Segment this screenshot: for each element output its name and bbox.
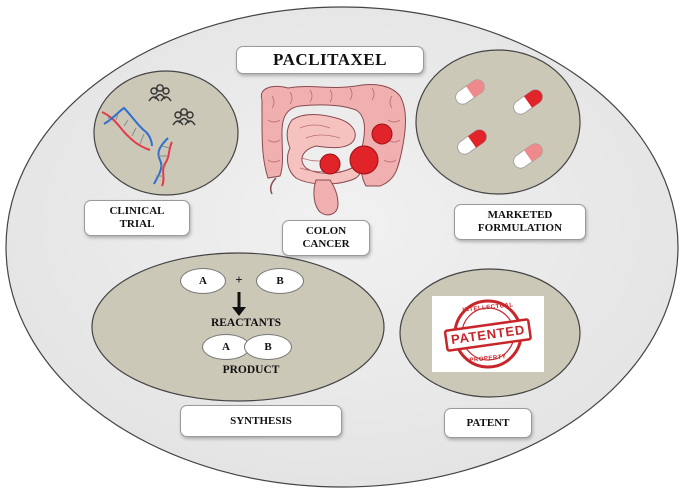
label-colon-cancer-line1: COLON bbox=[305, 225, 347, 238]
intestine-icon bbox=[260, 83, 406, 216]
capsule-icon bbox=[513, 143, 543, 169]
reactants-label: REACTANTS bbox=[210, 317, 282, 329]
label-patent: PATENT bbox=[444, 408, 532, 438]
people-icon bbox=[148, 84, 196, 126]
label-marketed-formulation-line1: MARKETED bbox=[487, 209, 553, 222]
synthesis-oval bbox=[91, 252, 385, 402]
product-label: PRODUCT bbox=[222, 364, 280, 376]
product-a: A bbox=[202, 334, 250, 360]
reactant-b: B bbox=[256, 268, 304, 294]
patent-stamp-icon bbox=[432, 296, 544, 372]
reactant-a: A bbox=[180, 268, 226, 294]
label-marketed-formulation-line2: FORMULATION bbox=[477, 222, 563, 234]
page-title: PACLITAXEL bbox=[236, 46, 424, 74]
marketed-formulation-circle bbox=[415, 49, 581, 195]
label-colon-cancer-line2: CANCER bbox=[302, 238, 350, 250]
label-marketed-formulation: MARKETED FORMULATION bbox=[454, 204, 586, 240]
clinical-trial-circle bbox=[93, 70, 239, 196]
capsule-icon bbox=[513, 89, 543, 115]
capsule-icon bbox=[455, 79, 485, 105]
capsule-icon bbox=[457, 129, 487, 155]
dna-icon bbox=[101, 106, 153, 151]
plus-sign: + bbox=[235, 272, 243, 287]
label-clinical-trial-line1: CLINICAL bbox=[109, 205, 165, 218]
reaction-arrow-icon bbox=[232, 292, 246, 316]
label-synthesis: SYNTHESIS bbox=[180, 405, 342, 437]
label-colon-cancer: COLON CANCER bbox=[282, 220, 370, 256]
label-clinical-trial-line2: TRIAL bbox=[119, 218, 155, 230]
label-clinical-trial: CLINICAL TRIAL bbox=[84, 200, 190, 236]
product-b: B bbox=[244, 334, 292, 360]
dna-icon bbox=[153, 137, 173, 187]
